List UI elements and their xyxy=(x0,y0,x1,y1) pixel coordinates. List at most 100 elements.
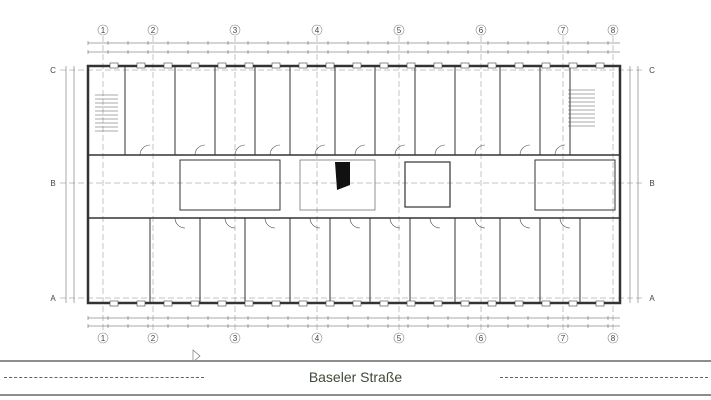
axis-label-row: C xyxy=(50,66,56,75)
column xyxy=(433,62,443,69)
axis-bubble xyxy=(147,332,159,344)
axis-bubble xyxy=(311,24,323,36)
axis-label-column: 2 xyxy=(151,334,156,343)
axis-label-column: 3 xyxy=(233,26,238,35)
axis-bubble xyxy=(97,332,109,344)
column xyxy=(460,300,470,307)
column xyxy=(217,300,227,307)
axis-bubble xyxy=(557,24,569,36)
axis-bubble xyxy=(97,24,109,36)
axis-label-column: 4 xyxy=(315,26,320,35)
section-marker xyxy=(192,349,201,360)
door-swing xyxy=(139,144,151,156)
axis-bubble xyxy=(147,24,159,36)
door-swing xyxy=(519,217,531,229)
door-swing xyxy=(224,217,236,229)
column xyxy=(595,62,605,69)
column xyxy=(352,62,362,69)
column xyxy=(298,62,308,69)
axis-label-column: 5 xyxy=(397,334,402,343)
column xyxy=(325,300,335,307)
street-band: Baseler Straße xyxy=(0,360,711,396)
street-name: Baseler Straße xyxy=(308,369,403,385)
door-swing xyxy=(194,144,206,156)
column xyxy=(163,62,173,69)
column xyxy=(190,300,200,307)
column xyxy=(541,300,551,307)
column xyxy=(136,62,146,69)
column xyxy=(541,62,551,69)
column xyxy=(487,62,497,69)
street-centerline-left xyxy=(4,377,204,378)
column xyxy=(136,300,146,307)
door-swing xyxy=(354,144,366,156)
door-swing xyxy=(269,144,281,156)
column xyxy=(298,300,308,307)
door-swing xyxy=(429,217,441,229)
street-centerline-right xyxy=(500,377,708,378)
door-swing xyxy=(434,144,446,156)
axis-bubble xyxy=(229,332,241,344)
door-swing xyxy=(264,217,276,229)
door-swing xyxy=(309,217,321,229)
axis-label-column: 6 xyxy=(479,334,484,343)
column xyxy=(244,300,254,307)
column xyxy=(352,300,362,307)
axis-bubble xyxy=(311,332,323,344)
axis-bubble xyxy=(607,332,619,344)
column xyxy=(568,62,578,69)
axis-label-row: B xyxy=(649,179,654,188)
sanitary-core xyxy=(179,159,281,211)
server-room xyxy=(404,161,451,208)
column xyxy=(406,62,416,69)
side-room xyxy=(534,159,616,211)
axis-label-column: 7 xyxy=(561,26,566,35)
axis-label-row: A xyxy=(649,294,655,303)
elevator-shaft xyxy=(335,162,350,190)
stair-lift-core xyxy=(299,159,376,211)
door-swing xyxy=(554,144,566,156)
axis-label-column: 5 xyxy=(397,26,402,35)
column xyxy=(487,300,497,307)
column xyxy=(514,62,524,69)
column xyxy=(109,300,119,307)
column xyxy=(568,300,578,307)
column xyxy=(406,300,416,307)
column xyxy=(595,300,605,307)
column xyxy=(271,62,281,69)
column xyxy=(460,62,470,69)
column xyxy=(271,300,281,307)
axis-bubble xyxy=(475,24,487,36)
axis-label-column: 8 xyxy=(611,334,616,343)
axis-label-column: 3 xyxy=(233,334,238,343)
axis-label-column: 6 xyxy=(479,26,484,35)
axis-label-column: 2 xyxy=(151,26,156,35)
column xyxy=(217,62,227,69)
axis-bubble xyxy=(229,24,241,36)
door-swing xyxy=(559,217,571,229)
column xyxy=(514,300,524,307)
axis-label-column: 8 xyxy=(611,26,616,35)
axis-label-column: 7 xyxy=(561,334,566,343)
axis-bubble xyxy=(393,24,405,36)
axis-label-column: 1 xyxy=(101,26,106,35)
axis-bubble xyxy=(607,24,619,36)
door-swing xyxy=(519,144,531,156)
column xyxy=(379,62,389,69)
axis-label-row: B xyxy=(50,179,55,188)
door-swing xyxy=(234,144,246,156)
door-swing xyxy=(174,217,186,229)
axis-label-column: 4 xyxy=(315,334,320,343)
column xyxy=(379,300,389,307)
door-swing xyxy=(474,217,486,229)
door-swing xyxy=(349,217,361,229)
column xyxy=(109,62,119,69)
axis-label-row: A xyxy=(50,294,56,303)
column xyxy=(433,300,443,307)
column xyxy=(244,62,254,69)
column xyxy=(190,62,200,69)
axis-bubble xyxy=(557,332,569,344)
door-swing xyxy=(474,144,486,156)
axis-bubble xyxy=(393,332,405,344)
